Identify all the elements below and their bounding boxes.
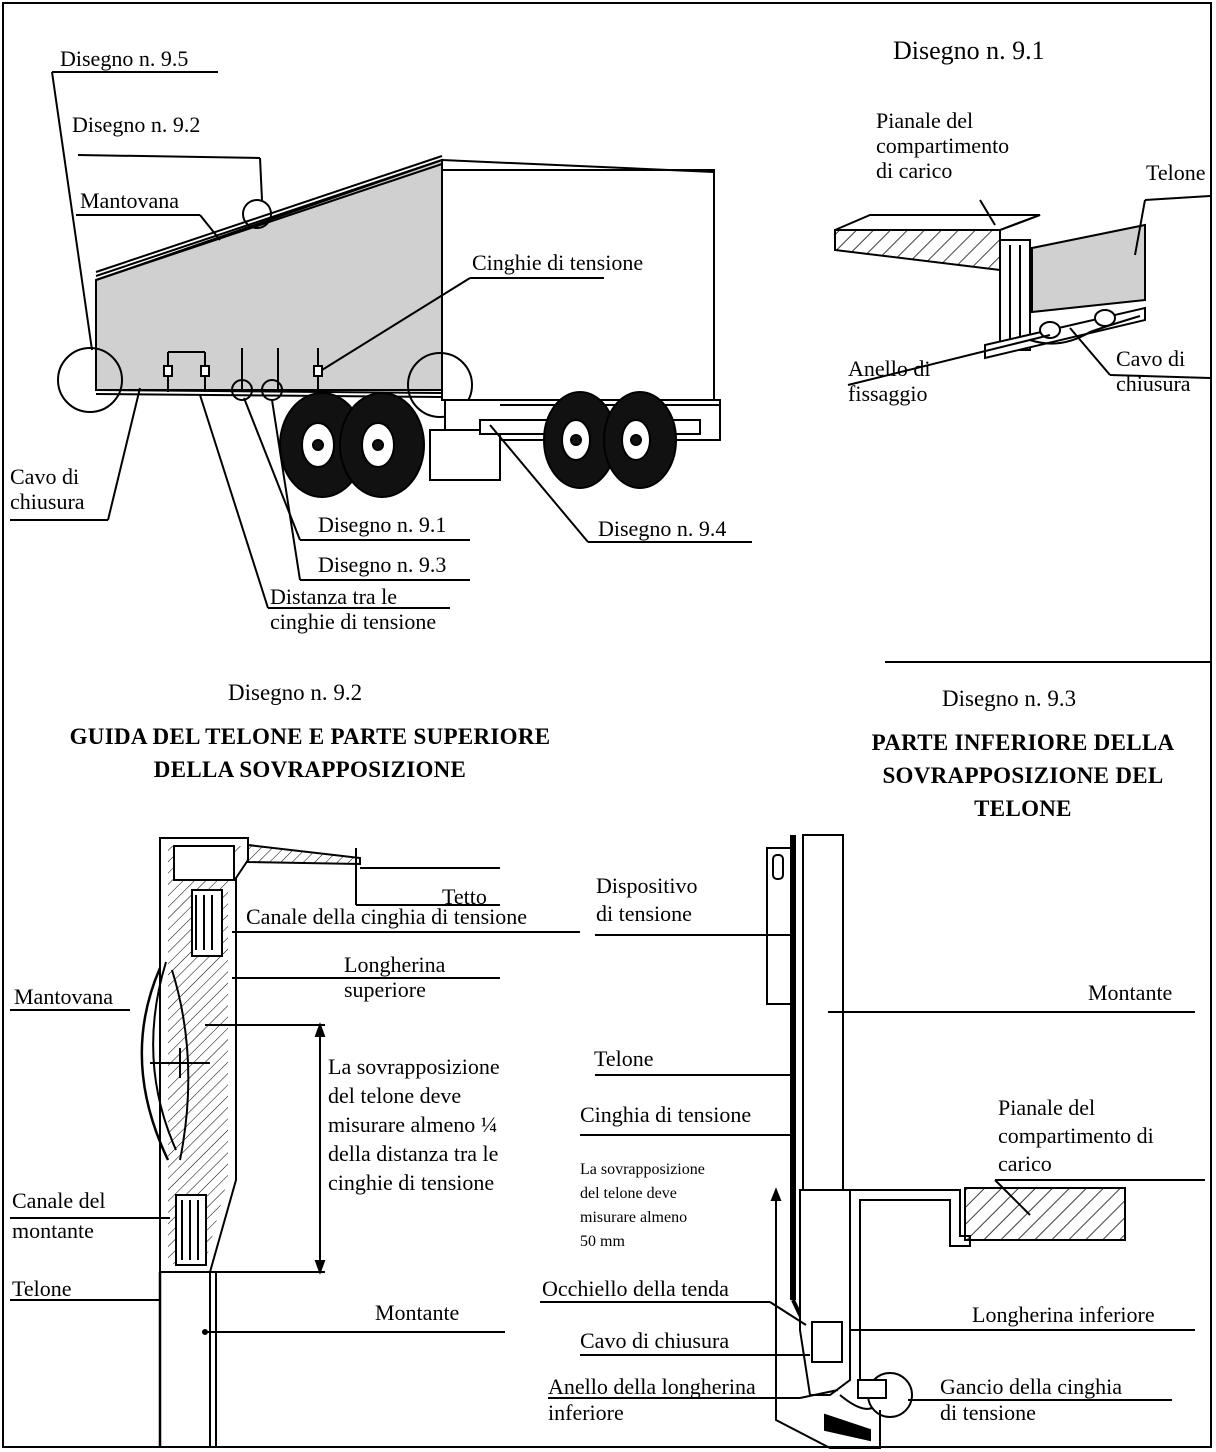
label-disegno-95: Disegno n. 9.5 <box>60 46 189 71</box>
trailer-rear-face <box>441 169 715 401</box>
tarp-91 <box>1031 223 1146 314</box>
label-92-canale-cinghia: Canale della cinghia di tensione <box>246 904 528 929</box>
label-91-pianale: Pianale del compartimento di carico <box>876 108 1010 183</box>
wheels <box>279 391 677 498</box>
label-92-telone: Telone <box>12 1276 72 1301</box>
label-cinghie-tensione: Cinghie di tensione <box>472 250 644 275</box>
label-disegno-93-ref: Disegno n. 9.3 <box>318 552 447 577</box>
label-92-tetto: Tetto <box>442 884 487 909</box>
label-93-montante: Montante <box>1088 980 1173 1005</box>
label-92-canale-montante: Canale del montante <box>12 1188 106 1243</box>
title-disegno-92: GUIDA DEL TELONE E PARTE SUPERIORE DELLA… <box>69 724 551 782</box>
trailer-overview <box>10 71 752 609</box>
detail-91-circle <box>231 379 253 401</box>
drawing-9-3-figure <box>540 834 1205 1449</box>
label-92-longherina: Longherina superiore <box>344 952 446 1002</box>
label-disegno-94-ref: Disegno n. 9.4 <box>598 516 727 541</box>
label-93-sovrapposizione: La sovrapposizione del telone deve misur… <box>580 1161 705 1250</box>
label-disegno-92: Disegno n. 9.2 <box>72 112 201 137</box>
label-93-longherina: Longherina inferiore <box>972 1302 1155 1327</box>
label-93-dispositivo: Dispositivo di tensione <box>596 873 698 926</box>
detail-94-circle <box>407 352 473 418</box>
label-disegno-91-ref: Disegno n. 9.1 <box>318 512 447 537</box>
label-cavo-chiusura: Cavo di chiusura <box>10 464 85 514</box>
title-disegno-93: PARTE INFERIORE DELLA SOVRAPPOSIZIONE DE… <box>871 730 1175 821</box>
label-91-anello: Anello di fissaggio <box>848 356 931 406</box>
label-91-telone: Telone <box>1146 160 1206 185</box>
label-distanza-cinghie: Distanza tra le cinghie di tensione <box>270 584 437 634</box>
label-mantovana: Mantovana <box>80 188 179 213</box>
label-92-sovrapposizione: La sovrapposizione del telone deve misur… <box>328 1054 500 1195</box>
label-92-mantovana: Mantovana <box>14 984 113 1009</box>
label-93-cinghia: Cinghia di tensione <box>580 1102 752 1127</box>
label-93-pianale: Pianale del compartimento di carico <box>998 1095 1154 1176</box>
detail-95-circle <box>57 347 123 413</box>
heading-disegno-93: Disegno n. 9.3 <box>942 686 1077 711</box>
heading-disegno-92: Disegno n. 9.2 <box>228 680 363 705</box>
heading-disegno-91: Disegno n. 9.1 <box>893 36 1045 65</box>
label-93-cavo: Cavo di chiusura <box>580 1328 730 1353</box>
detail-92-circle <box>242 199 272 229</box>
drawing-9-1-figure <box>834 195 1211 386</box>
drawing-9-2-figure <box>10 837 580 1448</box>
label-93-occhiello: Occhiello della tenda <box>542 1276 729 1301</box>
label-93-gancio: Gancio della cinghia di tensione <box>940 1374 1123 1425</box>
label-93-anello: Anello della longherina inferiore <box>548 1374 756 1425</box>
label-93-telone: Telone <box>594 1046 654 1071</box>
label-91-cavo: Cavo di chiusura <box>1116 346 1191 396</box>
label-92-montante: Montante <box>375 1300 460 1325</box>
